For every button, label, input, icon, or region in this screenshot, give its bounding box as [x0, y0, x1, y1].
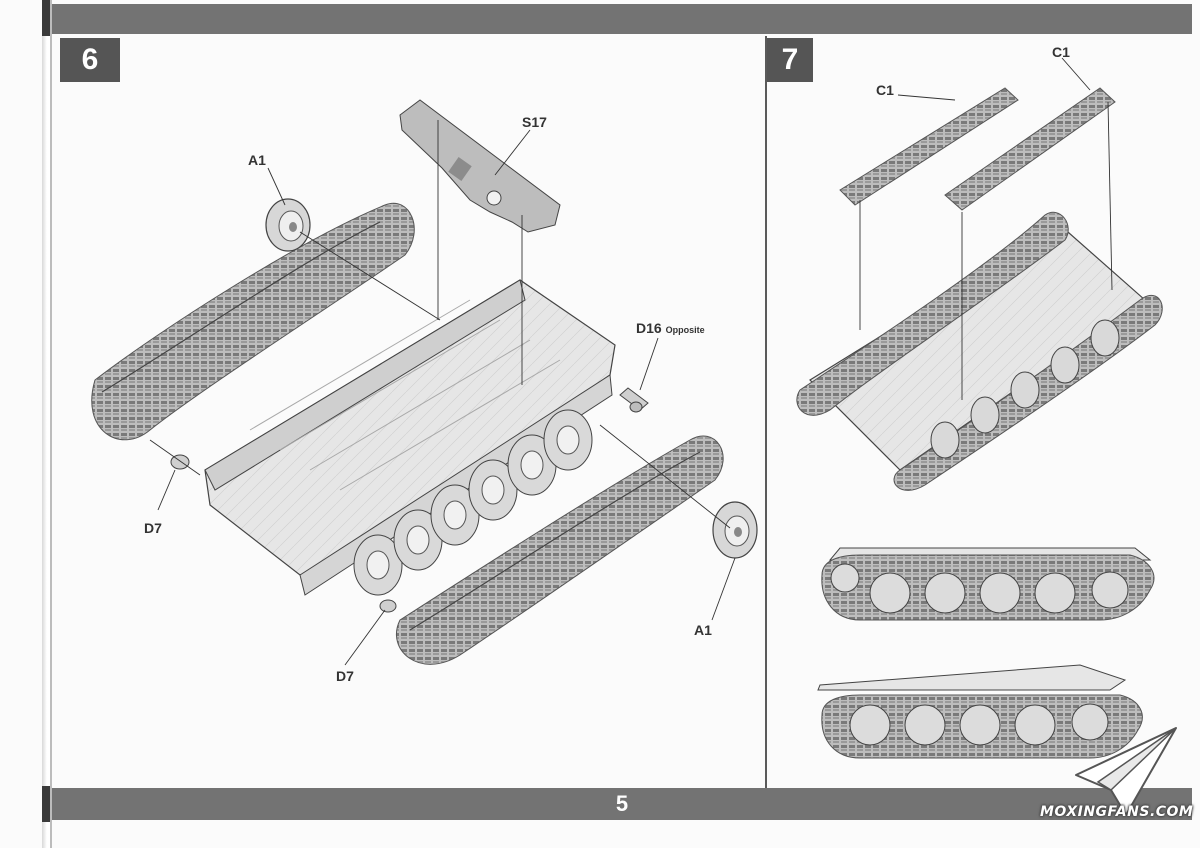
- callout-c1-left: C1: [876, 82, 894, 98]
- paper-plane-icon: [1075, 727, 1177, 816]
- callout-a1-top: A1: [248, 152, 266, 168]
- assembled-chassis-iso: [796, 212, 1163, 491]
- binding-shadow: [42, 0, 50, 848]
- road-wheel-a1-bottom: [712, 501, 758, 559]
- callout-s17: S17: [522, 114, 547, 130]
- callout-d16-code: D16: [636, 320, 662, 336]
- page-number: 5: [615, 791, 629, 816]
- road-wheels-front: [353, 409, 593, 596]
- leader-lines-step6: [149, 120, 736, 666]
- callout-a1-bottom: A1: [694, 622, 712, 638]
- callout-d7-bottom: D7: [336, 668, 354, 684]
- callout-d16: D16 Opposite: [636, 320, 705, 336]
- track-left: [91, 202, 415, 441]
- callout-d16-note: Opposite: [665, 325, 705, 335]
- part-d16: [619, 387, 649, 413]
- track-part-c1-right: [944, 87, 1116, 211]
- step-7-badge: 7: [767, 38, 813, 82]
- part-d7-left: [170, 454, 190, 470]
- binding-edge: [50, 0, 52, 848]
- part-d7-bottom: [379, 599, 397, 613]
- corner-mark-top: [42, 0, 50, 36]
- road-wheel-a1-top: [265, 198, 311, 252]
- step-divider: [765, 36, 767, 788]
- side-view-upper: [821, 547, 1155, 621]
- callout-c1-right: C1: [1052, 44, 1070, 60]
- leader-lines-step7: [859, 57, 1113, 400]
- header-band: [52, 4, 1192, 34]
- watermark-text: MOXINGFANS.COM: [1040, 804, 1194, 820]
- footer-band: 5: [52, 788, 1192, 820]
- track-part-c1-left: [839, 87, 1019, 206]
- callout-d7-left: D7: [144, 520, 162, 536]
- side-view-lower: [817, 664, 1143, 759]
- part-s17-plate: [399, 99, 561, 233]
- track-right: [395, 435, 724, 665]
- corner-mark-bottom: [42, 786, 50, 822]
- step-6-badge: 6: [60, 38, 120, 82]
